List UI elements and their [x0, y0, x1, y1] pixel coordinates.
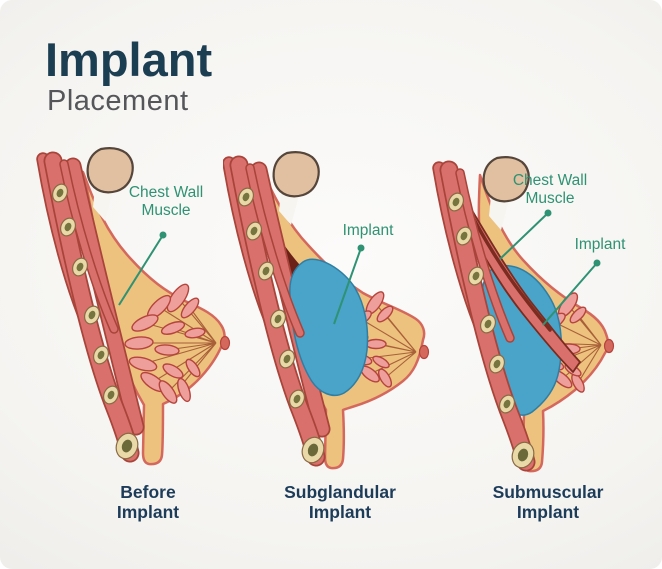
label-implant-submuscular: Implant: [562, 236, 638, 254]
caption-line: Before: [120, 482, 176, 502]
nipple: [418, 344, 430, 360]
caption-line: Implant: [308, 501, 372, 522]
muscle-shadow-edge: [463, 200, 552, 332]
label-text: Chest Wall: [128, 184, 204, 201]
caption-line: Implant: [116, 501, 180, 522]
figure-before-implant: [35, 143, 231, 475]
label-chest-wall-muscle: Chest Wall Muscle: [103, 184, 229, 221]
label-text: Chest Wall: [512, 172, 588, 189]
page-subtitle: Placement: [47, 85, 189, 117]
page-title: Implant: [45, 33, 213, 86]
label-implant-subglandular: Implant: [330, 222, 406, 240]
nipple: [603, 338, 615, 354]
label-text: Implant: [342, 222, 394, 239]
caption-submuscular-implant: Submuscular Implant: [458, 482, 638, 522]
caption-line: Implant: [516, 501, 580, 522]
caption-before-implant: Before Implant: [58, 482, 238, 522]
leader-line-chest-wall-muscle: [499, 209, 552, 260]
leader-line-implant: [542, 259, 601, 326]
label-text: Muscle: [525, 190, 575, 208]
caption-subglandular-implant: Subglandular Implant: [250, 482, 430, 522]
leader-line-chest-wall-muscle: [118, 231, 167, 306]
label-text: Implant: [574, 236, 626, 253]
figure-subglandular-implant: [223, 147, 430, 479]
caption-line: Submuscular: [492, 482, 604, 502]
title-block: Implant Placement: [45, 36, 212, 116]
glandular-tissue: [124, 283, 206, 404]
nipple: [219, 335, 231, 351]
figure-submuscular-implant: [423, 150, 615, 485]
label-chest-wall-muscle-submuscular: Chest Wall Muscle: [486, 172, 614, 209]
caption-line: Subglandular: [284, 482, 396, 502]
leader-line-implant: [333, 244, 365, 325]
label-text: Muscle: [141, 202, 191, 220]
